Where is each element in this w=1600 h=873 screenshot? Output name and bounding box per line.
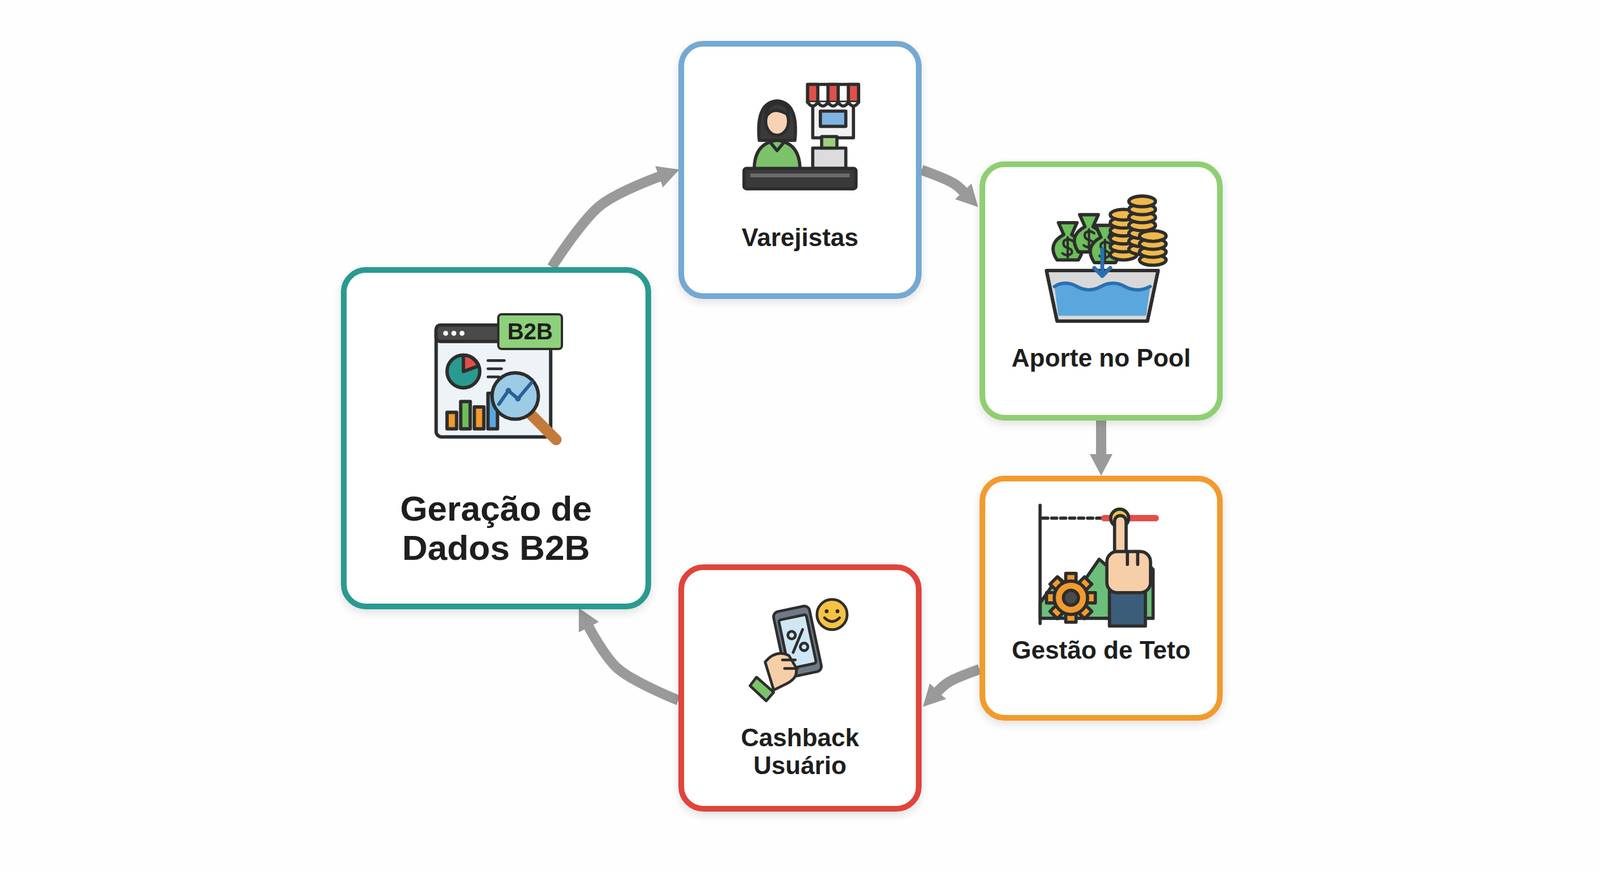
flow-arrow xyxy=(1096,420,1107,456)
icon-shape xyxy=(1054,282,1150,316)
icon-shape xyxy=(807,102,859,107)
node-label: Cashback Usuário xyxy=(714,723,886,780)
icon-shape xyxy=(750,173,850,178)
icon-shape xyxy=(443,330,449,336)
icon-shape xyxy=(743,84,859,189)
node-label: Geração de Dados B2B xyxy=(371,488,622,568)
icon-shape xyxy=(786,630,797,640)
icon-shape xyxy=(1046,270,1159,322)
icon-shape xyxy=(451,330,457,336)
icon-shape xyxy=(492,372,539,420)
icon-shape xyxy=(459,330,465,336)
icon-shape xyxy=(765,103,789,118)
icon-shape xyxy=(824,617,840,622)
flow-arrow xyxy=(921,169,965,193)
icon-shape xyxy=(848,84,859,102)
node-icon xyxy=(750,594,858,703)
icon-shape xyxy=(788,629,807,653)
process-box: Cashback Usuário xyxy=(678,564,922,812)
icon-shape xyxy=(1063,590,1079,606)
icon-shape xyxy=(778,614,816,669)
icon-shape xyxy=(821,136,837,148)
flow-arrow xyxy=(588,626,679,701)
icon-shape xyxy=(515,396,522,402)
icon-shape xyxy=(1046,196,1167,322)
icon-shape xyxy=(1054,282,1150,290)
icon-shape xyxy=(758,101,796,141)
icon-shape xyxy=(807,84,818,102)
icon-shape xyxy=(447,412,457,429)
icon-shape xyxy=(488,360,505,377)
icon-shape xyxy=(799,642,809,652)
icon-shape xyxy=(812,147,846,169)
icon-shape xyxy=(1139,230,1167,242)
icon-shape xyxy=(1046,270,1159,322)
icon-shape xyxy=(750,676,774,701)
icon-shape xyxy=(1042,516,1107,520)
icon-shape xyxy=(820,110,847,127)
flow-arrow xyxy=(936,668,980,692)
icon-shape xyxy=(1109,589,1146,626)
icon-shape xyxy=(505,387,512,394)
icon-shape xyxy=(807,84,859,102)
node-label: Varejistas xyxy=(686,223,914,252)
tag-label: B2B xyxy=(497,313,564,350)
icon-shape xyxy=(1128,196,1156,207)
icon-shape xyxy=(817,599,848,630)
node-icon xyxy=(1035,196,1169,329)
icon-shape xyxy=(1040,505,1156,626)
icon-shape xyxy=(753,140,800,170)
icon-shape xyxy=(1106,551,1151,593)
process-box: Gestão de Teto xyxy=(979,475,1223,721)
process-box: Geração de Dados B2B xyxy=(340,267,652,610)
node-icon xyxy=(1032,500,1161,629)
node-icon xyxy=(736,76,864,204)
icon-shape xyxy=(531,414,557,440)
flow-arrow xyxy=(551,176,660,268)
process-box: Aporte no Pool xyxy=(979,161,1223,421)
node-label: Aporte no Pool xyxy=(987,343,1215,372)
icon-shape xyxy=(1127,551,1138,565)
icon-shape xyxy=(447,355,481,389)
icon-shape xyxy=(1062,237,1074,258)
icon-shape xyxy=(1094,249,1111,277)
process-box: Varejistas xyxy=(678,40,922,299)
icon-shape xyxy=(463,355,479,372)
icon-shape xyxy=(770,142,783,150)
icon-shape xyxy=(498,382,532,404)
icon-shape xyxy=(743,168,856,189)
icon-shape xyxy=(460,401,471,429)
icon-shape xyxy=(750,599,848,702)
node-label: Gestão de Teto xyxy=(987,635,1215,664)
icon-shape xyxy=(827,84,839,102)
icon-shape xyxy=(782,659,798,669)
icon-shape xyxy=(1053,580,1088,615)
icon-shape xyxy=(474,406,485,429)
icon-shape xyxy=(1038,505,1043,624)
icon-shape xyxy=(824,609,829,614)
icon-shape xyxy=(835,609,840,614)
